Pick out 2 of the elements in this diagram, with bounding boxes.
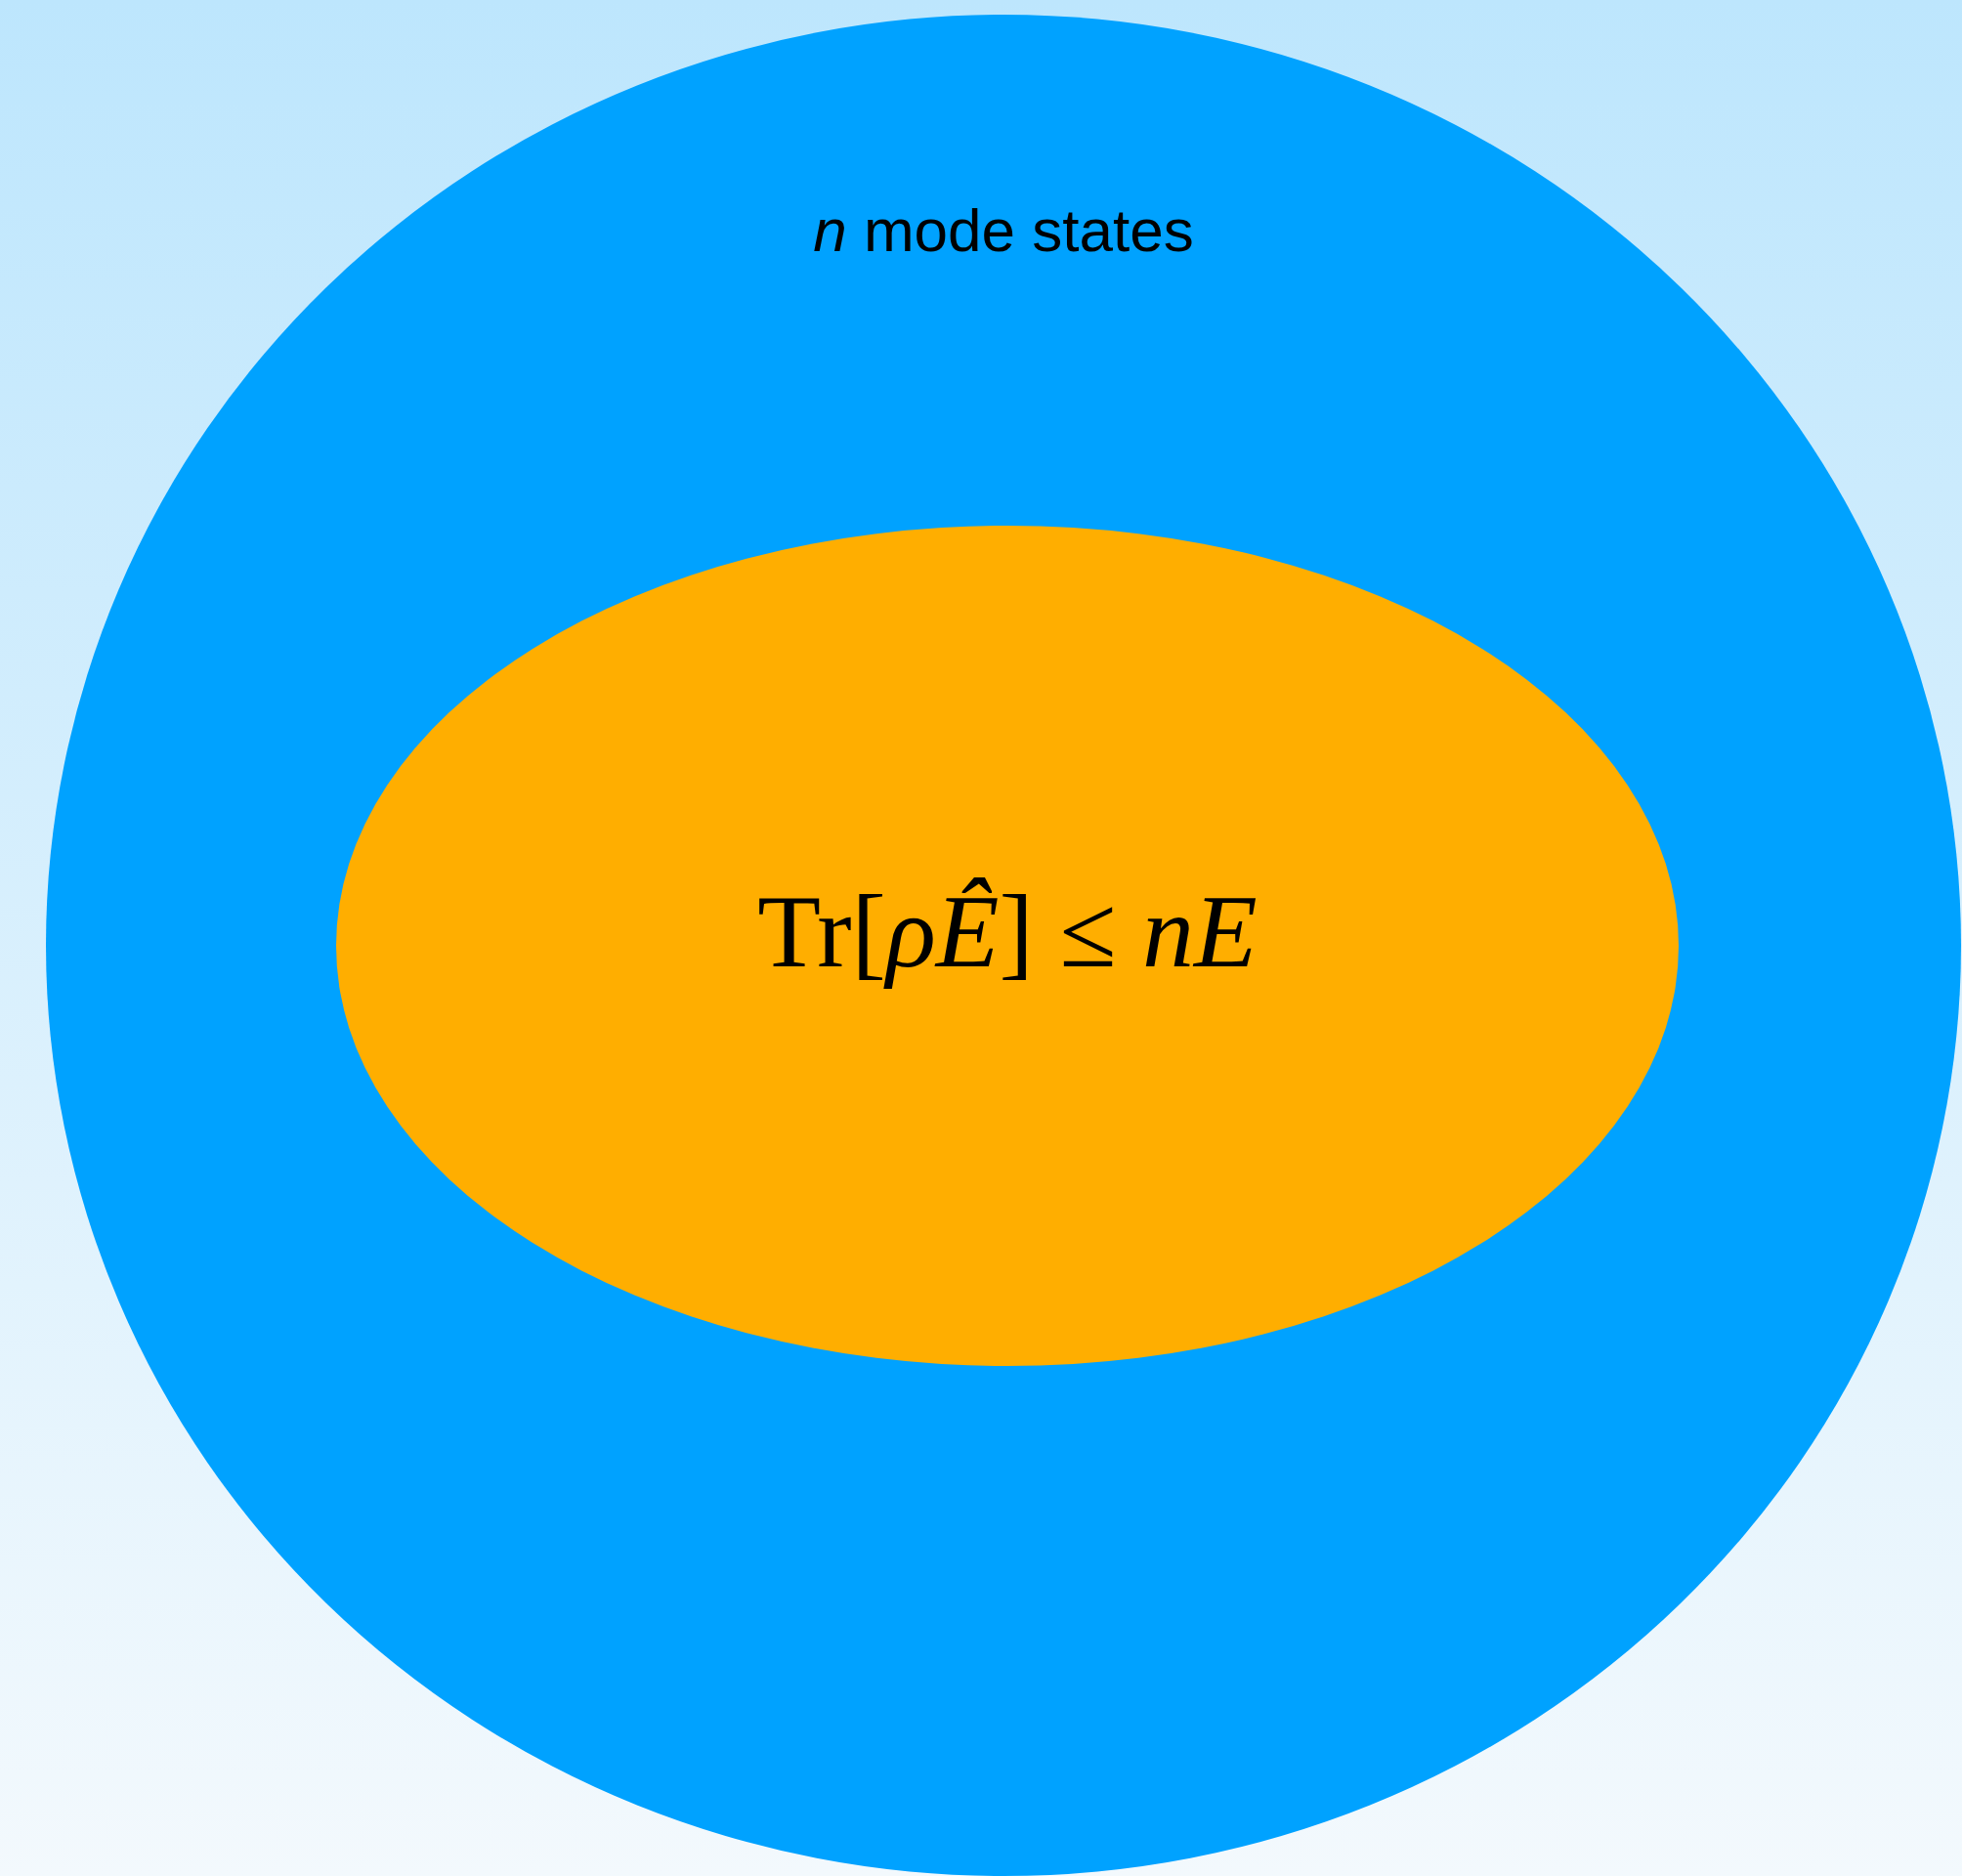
region-label: n mode states	[813, 196, 1194, 264]
inequality-formula: Tr[ρÊ] ≤ nE	[757, 874, 1258, 989]
